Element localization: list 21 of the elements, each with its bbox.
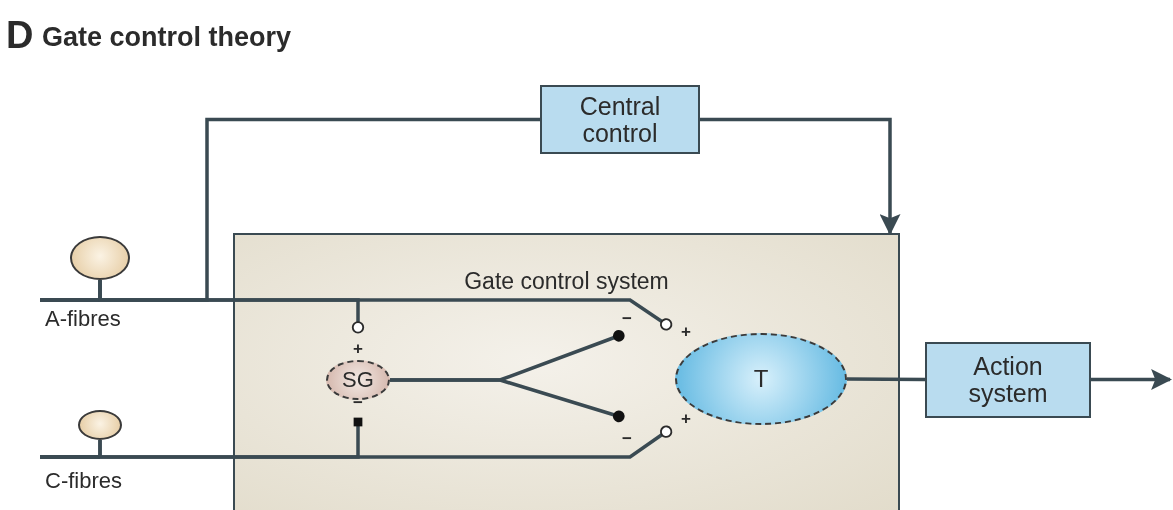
process-box: Action system (925, 341, 1091, 418)
connector-line (847, 377, 925, 382)
synapse-connector (98, 280, 673, 331)
diagram-title: Gate control theory (42, 22, 292, 53)
arrow (1091, 369, 1173, 390)
sign-label: − (621, 310, 633, 328)
arrow (700, 117, 901, 236)
fibre-label: A-fibres (45, 308, 121, 330)
gate-control-system-panel (233, 233, 900, 510)
sg-neuron-circle: SG (326, 360, 390, 400)
sign-label: − (621, 430, 633, 448)
fibre-label: C-fibres (45, 470, 122, 492)
nerve-cell-body (78, 410, 122, 440)
sign-label: + (352, 340, 364, 358)
process-box: Central control (540, 85, 700, 154)
synapse-connector (390, 378, 625, 423)
sign-label: + (680, 410, 692, 428)
nerve-cell-body (70, 236, 130, 280)
synapse-connector (98, 425, 673, 459)
panel-heading: Gate control system (463, 268, 670, 295)
panel-letter: D (6, 14, 34, 57)
